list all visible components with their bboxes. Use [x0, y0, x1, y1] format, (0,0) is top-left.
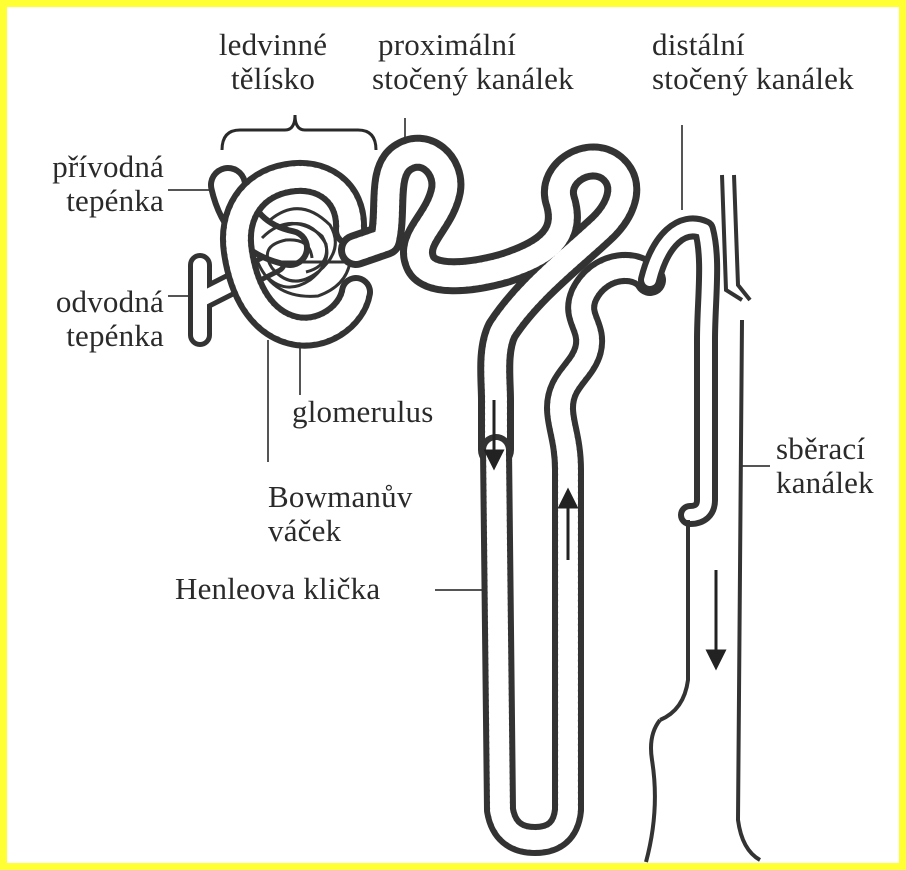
label-renal-corpuscle: ledvinné tělísko — [198, 28, 348, 96]
flow-arrows — [494, 400, 716, 660]
corpuscle-bracket — [222, 115, 376, 150]
label-afferent-arteriole: přívodná tepénka — [14, 150, 164, 218]
label-glomerulus: glomerulus — [292, 395, 434, 429]
label-collecting-duct: sběrací kanálek — [776, 432, 874, 500]
label-distal-tubule: distální stočený kanálek — [652, 28, 854, 96]
label-loop-of-henle: Henleova klička — [175, 572, 380, 606]
label-bowman-capsule: Bowmanův váček — [268, 480, 413, 548]
loop-of-henle — [496, 268, 650, 840]
bowman-capsule — [228, 177, 356, 332]
label-proximal-tubule: proximální stočený kanálek — [372, 28, 574, 96]
label-efferent-arteriole: odvodná tepénka — [14, 285, 164, 353]
distal-tubule — [650, 227, 708, 515]
